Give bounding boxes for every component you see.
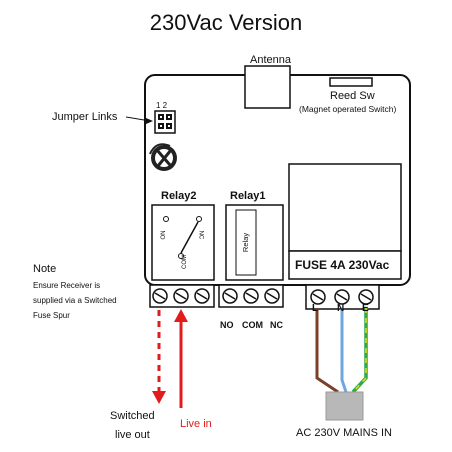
terminal-screw-slot (224, 292, 236, 300)
relay2-switch-arm (180, 221, 199, 254)
relay1-inner-label: Relay (241, 232, 251, 253)
terminal-nc-label: NC (270, 320, 283, 330)
live-in-arrowhead (174, 309, 188, 322)
relay2-contact-nc-label: NC (197, 230, 204, 240)
relay1-label: Relay1 (230, 190, 266, 202)
relay2-contact-com-label: COM (182, 255, 188, 269)
relay2-label: Relay2 (161, 190, 197, 202)
mains-plug (325, 391, 364, 421)
switched-label: Switched (110, 410, 155, 422)
live-out-label: live out (115, 429, 150, 441)
mains-label: AC 230V MAINS IN (296, 427, 392, 439)
terminal-screw-slot (336, 293, 348, 301)
terminal-screw-slot (312, 293, 324, 301)
terminal-com-label: COM (242, 320, 263, 330)
note-line-1: Ensure Receiver is (33, 281, 101, 290)
jumper-pin-hole (160, 116, 162, 118)
terminal-screw-slot (175, 292, 187, 300)
relay2-panel (151, 204, 215, 281)
terminal-screw-slot (266, 292, 278, 300)
jumper-pin-hole (168, 125, 170, 127)
jumper-links-label: Jumper Links (52, 111, 118, 123)
magnet-switch-label: (Magnet operated Switch) (299, 104, 397, 114)
live-wire-brown (315, 308, 339, 394)
neutral-wire-blue (340, 308, 348, 393)
jumper-pointer-arrowhead (146, 118, 153, 124)
antenna-box (244, 65, 291, 109)
jumper-pin-hole (168, 116, 170, 118)
switched-live-out-arrowhead (152, 391, 166, 404)
relay2-contact-nc (196, 216, 202, 222)
note-title: Note (33, 263, 57, 275)
relay2-contact-com (178, 253, 184, 259)
jumper-pin-hole (160, 125, 162, 127)
jumper-numbers: 1 2 (156, 101, 168, 110)
relay2-contact-no-label: NO (158, 230, 165, 240)
note-line-2: supplied via a Switched (33, 296, 117, 305)
reed-switch (329, 77, 373, 87)
terminal-screw-slot (245, 292, 257, 300)
live-in-label: Live in (180, 418, 212, 430)
terminal-e-label: E (362, 303, 369, 314)
terminal-screw-slot (154, 292, 166, 300)
note-line-3: Fuse Spur (33, 311, 70, 320)
relay2-contact-no (163, 216, 169, 222)
terminal-screw-slot (360, 293, 372, 301)
page-title: 230Vac Version (149, 10, 303, 35)
terminal-n-label: N (337, 303, 345, 314)
terminal-screw-slot (196, 292, 208, 300)
fuse-label-box (288, 250, 402, 280)
earth-wire-yellow (352, 308, 367, 393)
fuse-label: FUSE 4A 230Vac (295, 258, 390, 272)
terminal-no-label: NO (220, 320, 234, 330)
antenna-label: Antenna (250, 54, 291, 66)
reed-switch-label: Reed Sw (330, 90, 375, 102)
terminal-l-label: L (312, 303, 319, 314)
relay1-inner (235, 209, 257, 276)
fuse-component-box (288, 163, 402, 252)
brand-logo (149, 143, 177, 171)
